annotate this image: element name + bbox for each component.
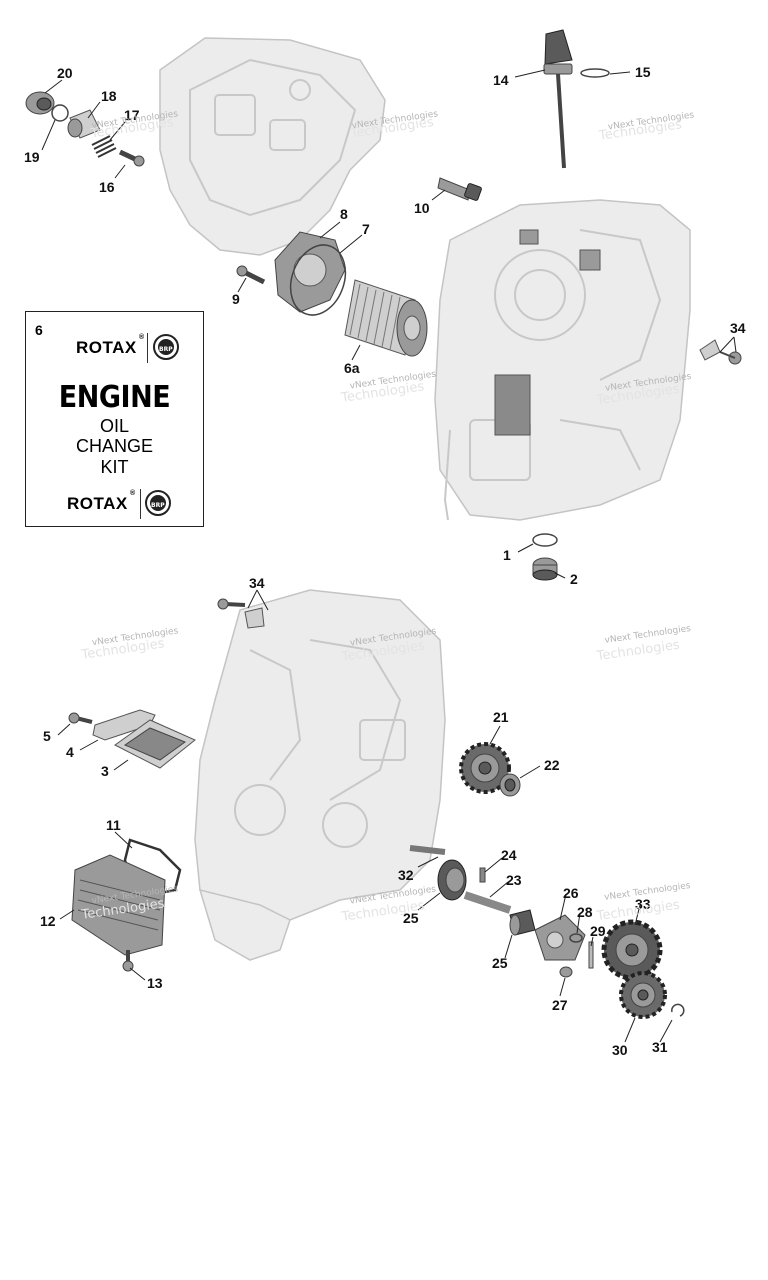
kit-line-oil: OIL	[99, 416, 129, 436]
crankcase-cover-upper	[159, 37, 386, 256]
part-17-spring	[91, 135, 117, 158]
callout-10: 10	[414, 200, 430, 216]
callout-12: 12	[40, 913, 56, 929]
part-9-bolt	[236, 265, 266, 285]
callout-20: 20	[57, 65, 73, 81]
kit-line-change: CHANGE	[75, 436, 153, 456]
part-25-rotor-inner	[509, 909, 536, 936]
brp-logo-icon: BRP	[153, 334, 179, 360]
callout-4: 4	[66, 744, 74, 760]
part-34-lower-screws	[217, 598, 265, 629]
part-21-gear	[459, 742, 511, 794]
part-7-oring	[289, 244, 347, 316]
brand-row-bottom: ROTAX ® BRP	[26, 486, 203, 522]
callout-25-a: 25	[403, 910, 419, 926]
callout-29: 29	[590, 923, 606, 939]
part-22-bearing	[499, 773, 521, 797]
callout-13: 13	[147, 975, 163, 991]
rotax-logo-top: ROTAX	[76, 338, 137, 357]
callouts: 20 19 18 17 16 14 15 10 8 7 9 6a 34 1 2 …	[24, 64, 746, 1058]
part-33-gear	[601, 919, 663, 981]
callout-30: 30	[612, 1042, 628, 1058]
part-28-oring	[569, 933, 583, 943]
part-12-oil-cooler	[71, 854, 166, 956]
divider	[140, 489, 141, 519]
leader-lines	[41, 69, 737, 1043]
callout-26: 26	[563, 885, 579, 901]
part-30-gear	[619, 971, 667, 1019]
callout-9: 9	[232, 291, 240, 307]
part-27-screw	[559, 966, 573, 978]
crankcase-lower	[194, 589, 446, 961]
part-18-sleeve	[67, 109, 101, 139]
part-20-cap	[25, 91, 55, 115]
part-32-shaft	[409, 845, 446, 855]
part-26-pump-cover	[534, 914, 586, 961]
part-15-oring	[580, 68, 610, 78]
callout-6a: 6a	[344, 360, 360, 376]
callout-5: 5	[43, 728, 51, 744]
callout-34-upper: 34	[730, 320, 746, 336]
callout-22: 22	[544, 757, 560, 773]
part-8-filter-cover	[274, 231, 346, 313]
callout-11: 11	[106, 817, 121, 833]
callout-2: 2	[570, 571, 578, 587]
divider	[147, 333, 148, 363]
callout-23: 23	[506, 872, 522, 888]
callout-27: 27	[552, 997, 568, 1013]
part-16-bolt	[118, 149, 145, 167]
part-19-oring	[51, 104, 69, 122]
registered-mark: ®	[130, 490, 136, 497]
callout-32: 32	[398, 867, 414, 883]
part-29-pin	[588, 941, 594, 969]
callout-24: 24	[501, 847, 517, 863]
part-25-rotor-outer	[437, 859, 467, 901]
brp-logo-icon: BRP	[145, 490, 171, 516]
rotax-logo-bottom: ROTAX	[67, 494, 128, 513]
registered-mark: ®	[139, 334, 145, 341]
part-23-shaft	[463, 891, 512, 914]
part-24-pin	[479, 867, 486, 883]
callout-15: 15	[635, 64, 651, 80]
part-1-oring	[532, 533, 558, 547]
oil-change-kit-box: 6 ROTAX ® BRP ENGINE OIL CHANGE KIT ROTA…	[25, 311, 204, 527]
callout-19: 19	[24, 149, 40, 165]
callout-31: 31	[652, 1039, 668, 1055]
callout-18: 18	[101, 88, 117, 104]
callout-25-b: 25	[492, 955, 508, 971]
part-5-bolt	[68, 712, 93, 724]
kit-callout-number: 6	[35, 322, 43, 338]
callout-16: 16	[99, 179, 115, 195]
callout-14: 14	[493, 72, 509, 88]
callout-33: 33	[635, 896, 651, 912]
part-3-gasket	[114, 719, 196, 769]
crankcase-right-upper	[434, 199, 691, 521]
callout-7: 7	[362, 221, 370, 237]
kit-line-kit: KIT	[100, 457, 129, 477]
callout-21: 21	[493, 709, 509, 725]
callout-28: 28	[577, 904, 593, 920]
brand-row-top: ROTAX ® BRP	[26, 330, 203, 366]
part-2-plug	[532, 557, 558, 581]
part-31-circlip	[671, 1003, 685, 1017]
kit-title: ENGINE	[58, 380, 171, 415]
part-10-sensor	[437, 177, 482, 201]
part-14-dipstick	[543, 29, 573, 169]
callout-8: 8	[340, 206, 348, 222]
callout-17: 17	[124, 107, 140, 123]
callout-34-lower: 34	[249, 575, 265, 591]
callout-1: 1	[503, 547, 511, 563]
callout-3: 3	[101, 763, 109, 779]
part-6a-oil-filter	[344, 279, 428, 357]
